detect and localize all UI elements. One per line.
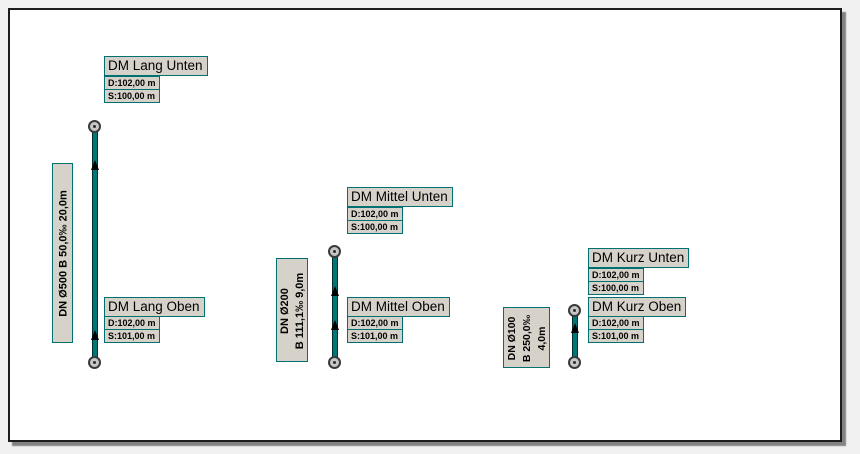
pipe-mittel[interactable] xyxy=(332,252,338,362)
pipe-dimension-text: DN Ø200 B 111,1‰ 9,0m xyxy=(279,272,306,350)
pipe-dimension-label-lang[interactable]: DN Ø500 B 50,0‰ 20,0m xyxy=(52,163,73,343)
manhole-sole-lang-unten[interactable]: S:100,00 m xyxy=(104,89,160,103)
manhole-title-lang-oben[interactable]: DM Lang Oben xyxy=(104,297,205,317)
manhole-depth-kurz-oben[interactable]: D:102,00 m xyxy=(588,316,644,330)
pipe-dimension-label-kurz[interactable]: DN Ø100 B 250,0‰ 4,0m xyxy=(503,307,550,368)
manhole-title-mittel-oben[interactable]: DM Mittel Oben xyxy=(347,297,450,317)
manhole-title-mittel-unten[interactable]: DM Mittel Unten xyxy=(347,187,453,207)
manhole-title-kurz-unten[interactable]: DM Kurz Unten xyxy=(588,248,690,268)
pipe-dimension-label-mittel[interactable]: DN Ø200 B 111,1‰ 9,0m xyxy=(276,258,308,362)
flow-arrow-icon xyxy=(91,160,99,170)
plan-canvas[interactable]: DM Lang Unten D:102,00 m S:100,00 m DN Ø… xyxy=(8,8,842,442)
pipe-dimension-text: DN Ø500 B 50,0‰ 20,0m xyxy=(57,190,70,317)
manhole-node-mittel-unten[interactable] xyxy=(328,245,341,258)
manhole-depth-mittel-unten[interactable]: D:102,00 m xyxy=(347,207,403,221)
manhole-depth-mittel-oben[interactable]: D:102,00 m xyxy=(347,316,403,330)
flow-arrow-icon xyxy=(331,286,339,296)
manhole-node-kurz-unten[interactable] xyxy=(568,304,581,317)
flow-arrow-icon xyxy=(331,320,339,330)
pipe-kurz[interactable] xyxy=(572,311,578,362)
pipe-lang[interactable] xyxy=(92,127,98,363)
flow-arrow-icon xyxy=(571,323,579,333)
manhole-sole-kurz-unten[interactable]: S:100,00 m xyxy=(588,281,644,295)
pipe-dimension-text: DN Ø100 B 250,0‰ 4,0m xyxy=(506,314,548,363)
flow-arrow-icon xyxy=(91,330,99,340)
manhole-node-mittel-oben[interactable] xyxy=(328,356,341,369)
manhole-title-lang-unten[interactable]: DM Lang Unten xyxy=(104,56,208,76)
manhole-node-lang-unten[interactable] xyxy=(88,120,101,133)
manhole-node-kurz-oben[interactable] xyxy=(568,356,581,369)
manhole-sole-mittel-unten[interactable]: S:100,00 m xyxy=(347,220,403,234)
manhole-sole-lang-oben[interactable]: S:101,00 m xyxy=(104,329,160,343)
manhole-title-kurz-oben[interactable]: DM Kurz Oben xyxy=(588,297,687,317)
manhole-sole-kurz-oben[interactable]: S:101,00 m xyxy=(588,329,644,343)
manhole-depth-kurz-unten[interactable]: D:102,00 m xyxy=(588,268,644,282)
manhole-depth-lang-unten[interactable]: D:102,00 m xyxy=(104,76,160,90)
manhole-node-lang-oben[interactable] xyxy=(88,356,101,369)
manhole-depth-lang-oben[interactable]: D:102,00 m xyxy=(104,316,160,330)
manhole-sole-mittel-oben[interactable]: S:101,00 m xyxy=(347,329,403,343)
